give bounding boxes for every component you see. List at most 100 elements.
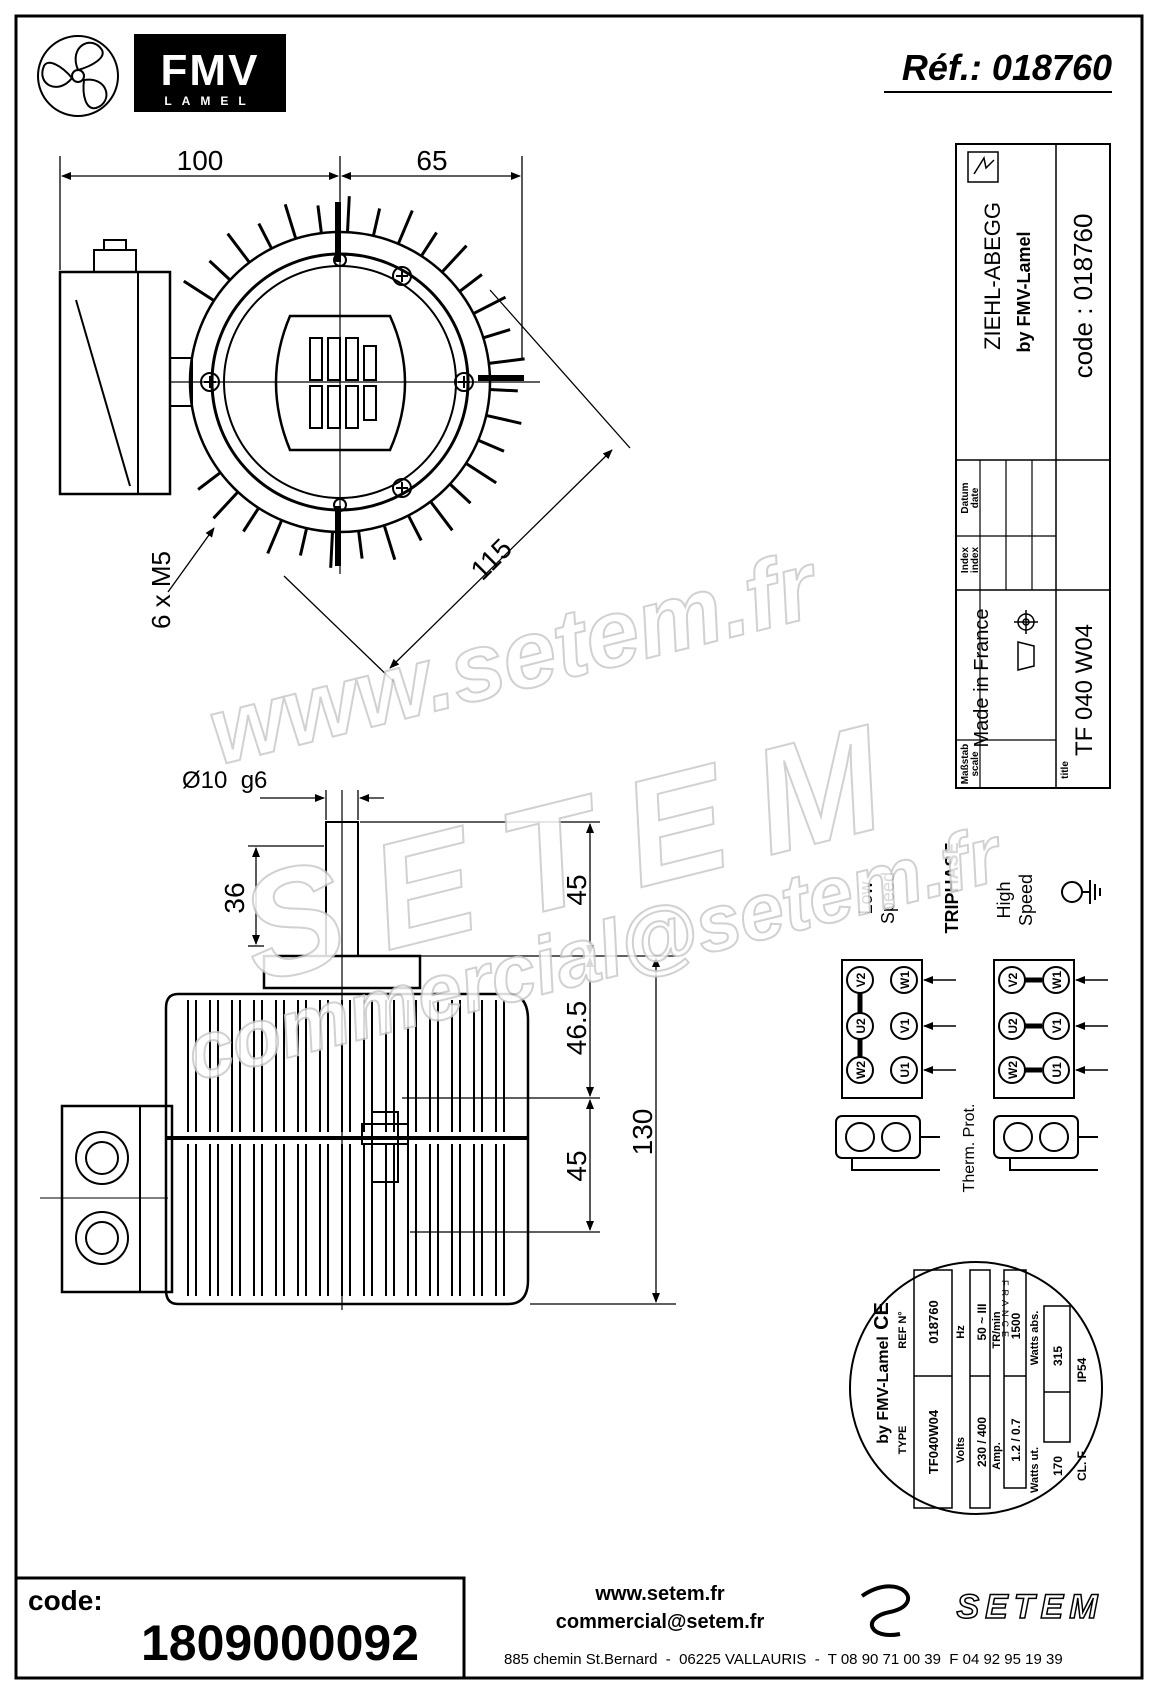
side-fin [495,1000,505,1296]
nameplate-france: FRANCE [1000,1280,1010,1341]
footer-address: 885 chemin St.Bernard - 06225 VALLAURIS … [504,1651,1063,1668]
side-fin [451,1000,461,1296]
page-frame [14,14,1144,1680]
ground-icon [1061,880,1101,904]
motor-side-view [40,790,530,1310]
setem-logo-icon: SETEM [860,1584,1098,1638]
logo-text: FMV [161,46,260,95]
terminal-label: W2 [854,1061,868,1079]
cooling-fin [212,490,240,520]
cooling-fin [371,208,382,237]
terminal-circle [1042,1012,1070,1040]
code-label: code: [28,1585,103,1616]
nameplate-type-label: TYPE [897,1426,909,1455]
cooling-fin [257,222,273,250]
cooling-fin [197,471,222,491]
low-speed-label-1: Low [856,880,876,914]
dim-lower-body: 45 [561,1150,592,1181]
footer-email[interactable]: commercial@setem.fr [556,1611,765,1633]
side-fin [231,1000,241,1296]
nameplate-type-value: TF040W04 [926,1409,941,1474]
dim-top-right: 65 [416,145,447,176]
terminal-label: U2 [854,1018,868,1034]
terminal-circle [890,966,918,994]
title-code: code : 018760 [1068,214,1098,379]
cooling-fin [226,232,251,264]
dim-shaft-length: 45 [561,874,592,905]
terminal-label: V2 [1006,972,1020,987]
terminal-label: U1 [1050,1062,1064,1078]
cooling-fin [465,462,498,485]
therm-prot-label: Therm. Prot. [961,1104,978,1193]
dim-shaft-key: 36 [219,882,250,913]
dim-screws: 6 x M5 [146,551,176,629]
cooling-fin [477,438,505,453]
cooling-fin [283,203,298,240]
terminal-circle [890,1012,918,1040]
nameplate-ref-value: 018760 [926,1300,941,1343]
logo-sub: LAMEL [164,94,255,108]
maker-name: ZIEHL-ABEGG [980,202,1005,350]
terminal-label: W2 [1006,1061,1020,1079]
footer-website[interactable]: www.setem.fr [594,1583,725,1605]
cooling-fin [346,196,351,233]
title-block: ZIEHL-ABEGG by FMV-Lamel code : 018760 D… [955,143,1111,789]
side-fin [297,1000,307,1296]
cooling-fin [482,328,511,340]
fmv-lamel-logo: FMV LAMEL [134,34,286,112]
cooling-fin [382,524,397,561]
nameplate-brand: by FMV-Lamel [875,1336,892,1444]
nameplate-hz-label: Hz [955,1325,967,1339]
terminal-label: U2 [1006,1018,1020,1034]
cooling-fin [472,295,507,315]
cooling-fin [329,531,334,568]
dim-upper-body: 46.5 [561,1001,592,1056]
terminal-label: V1 [898,1018,912,1033]
motor-front-view [58,196,540,574]
index-label-en: index [970,547,981,574]
nameplate-ip-value: IP54 [1075,1357,1089,1382]
cooling-fin [488,357,525,365]
reference-number: Réf.: 018760 [902,47,1112,88]
cooling-fin [208,259,232,282]
datum-label: Datum [960,482,971,513]
side-fin [385,1000,395,1296]
nameplate-ref-label: REF N° [897,1311,909,1348]
side-view-dimensions [248,790,676,1305]
terminal-circle [1042,1056,1070,1084]
nameplate-tr-value: 1500 [1009,1312,1023,1339]
cooling-fin [316,205,323,234]
nameplate-volts-label: Volts [955,1437,967,1463]
side-fin [341,1000,351,1296]
nameplate-watts-abs-value: 315 [1051,1346,1065,1366]
cooling-fin [489,388,518,393]
made-in-label: Made in France [971,609,993,748]
cooling-fin [407,514,423,542]
terminal-label: W1 [1050,971,1064,989]
cooling-fin [485,413,522,425]
terminal-label: W1 [898,971,912,989]
side-fin [209,1000,219,1296]
cooling-fin [429,500,454,532]
high-speed-label-1: High [994,881,1014,918]
triphase-label: TRIPHASE [942,842,962,933]
side-fin [473,1000,483,1296]
cooling-fin [440,244,468,274]
side-fin [363,1000,373,1296]
nameplate: by FMV-Lamel CE TYPE REF N° TF040W04 018760… [849,1261,1103,1515]
cooling-fin [357,530,364,559]
footer: code: 1809000092 www.setem.fr commercial… [14,1576,1098,1680]
cooling-fin [396,210,414,245]
scale-label: Maßstab [960,744,971,785]
nameplate-class-value: CL. F [1075,1451,1089,1481]
ce-mark: CE [871,1302,893,1330]
title-value: TF 040 W04 [1071,624,1098,756]
title-label: title [1060,761,1071,779]
nameplate-amp-label: Amp. [991,1442,1003,1470]
ziehl-abegg-logo-icon [967,151,999,183]
terminal-label: V2 [854,972,868,987]
dim-total-height: 130 [627,1109,658,1156]
cooling-fin [298,527,309,556]
projection-symbol-icon [1014,610,1038,671]
